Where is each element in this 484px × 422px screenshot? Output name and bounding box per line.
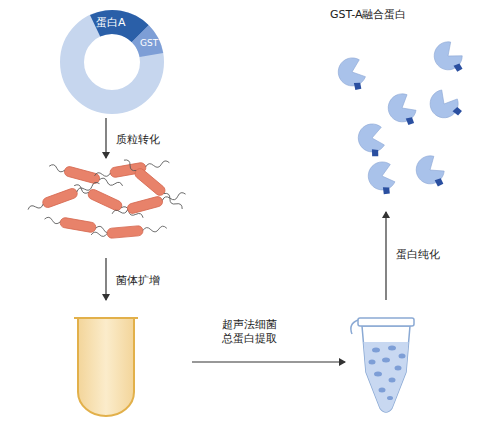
flow-arrow <box>385 212 386 300</box>
culture-tube <box>74 318 138 416</box>
step-label: 质粒转化 <box>116 133 160 147</box>
fusion-proteins <box>334 38 468 198</box>
flow-arrow <box>105 118 106 158</box>
segment-label: 蛋白A <box>96 16 126 30</box>
step-label: 蛋白纯化 <box>396 248 440 262</box>
step-label: 超声法细菌 总蛋白提取 <box>222 318 280 346</box>
plasmid-ring <box>72 10 163 102</box>
segment-label: GST <box>140 38 158 49</box>
flow-arrow <box>105 258 106 300</box>
step-label: 菌体扩增 <box>116 274 160 288</box>
group-title: GST-A融合蛋白 <box>330 8 406 22</box>
eppendorf-tube <box>351 318 414 412</box>
flow-arrow <box>192 361 345 362</box>
bacteria <box>26 156 187 240</box>
